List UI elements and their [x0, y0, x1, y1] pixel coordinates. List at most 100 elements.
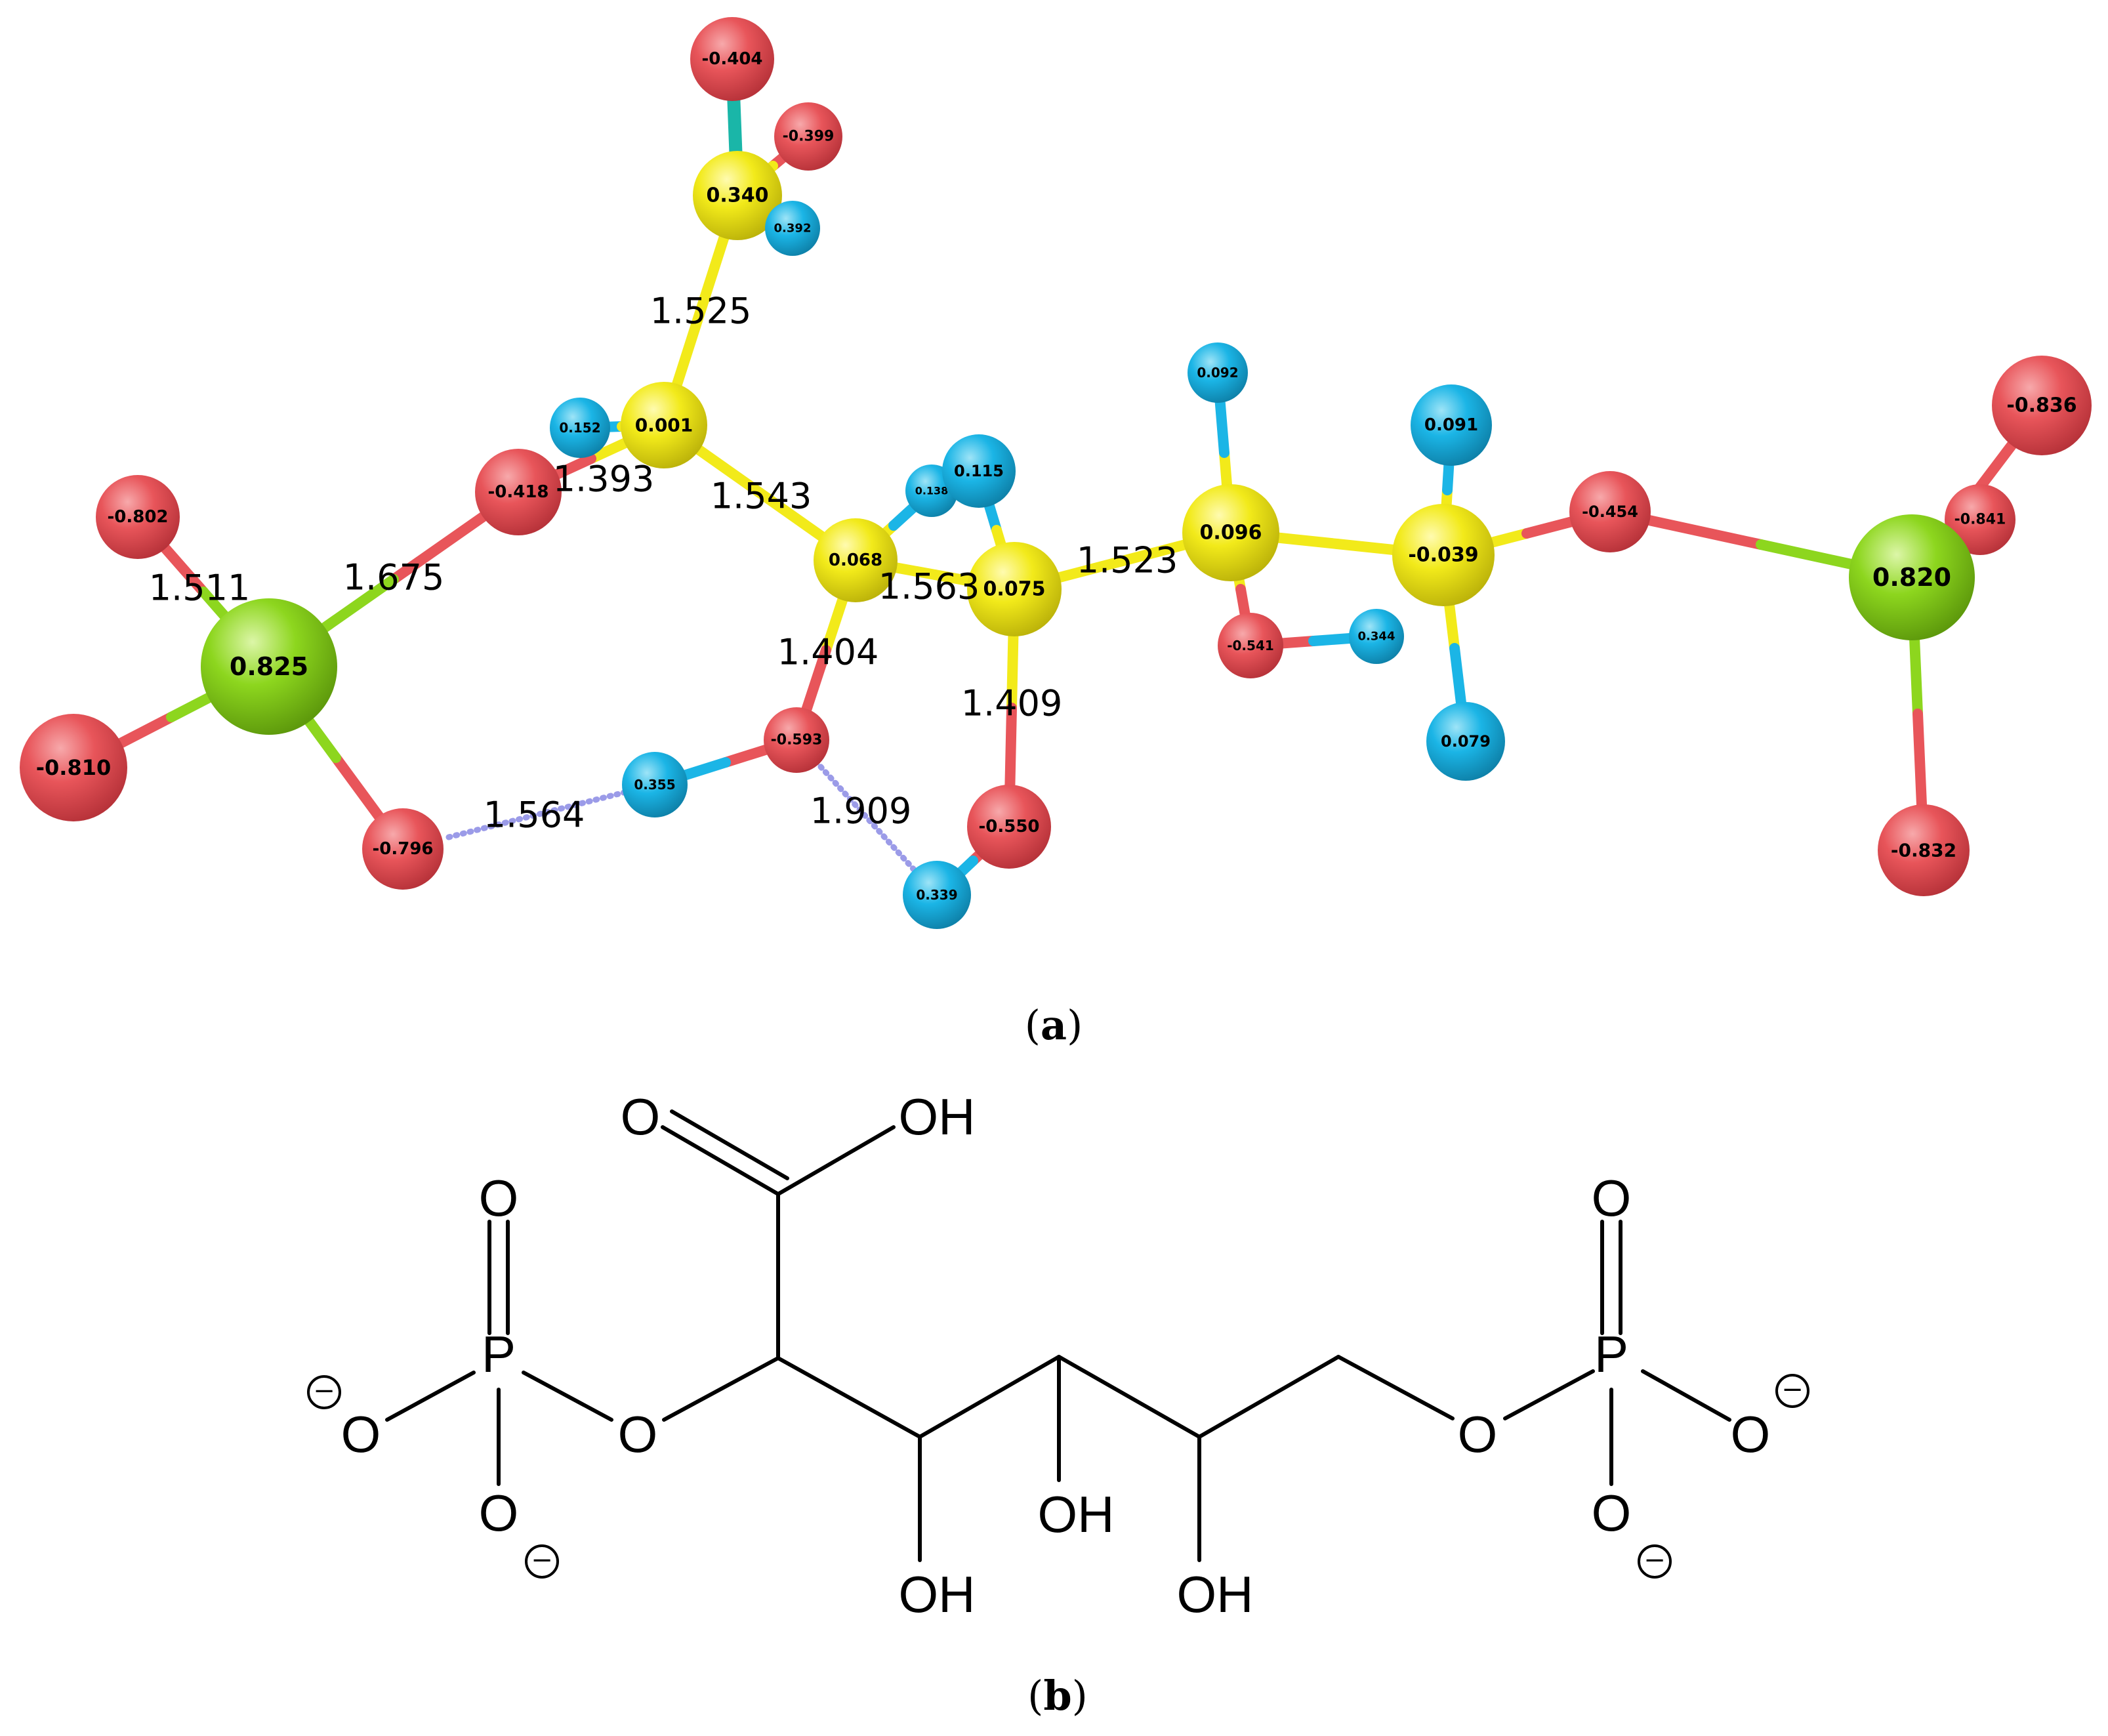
- bond-c6-o-ester: [1336, 1355, 1455, 1420]
- charge-label-o_p2_mid: -0.841: [1954, 512, 2006, 528]
- charge-label-o_p2_bottom: -0.832: [1891, 840, 1956, 861]
- bond-c-oh-acid: [776, 1125, 896, 1196]
- p2-o-bottom-label: O: [1592, 1484, 1632, 1542]
- bond-length-c3_o3: 1.409: [961, 683, 1063, 724]
- charge-label-h_c3: 0.115: [954, 462, 1004, 480]
- panel-a-label: (a): [1025, 1001, 1083, 1049]
- charge-label-o2: -0.593: [771, 732, 823, 749]
- o-ester-right-label: O: [1458, 1405, 1498, 1463]
- acid-oh-label: OH: [899, 1088, 976, 1146]
- atom-o_p2_mid: -0.841: [1945, 484, 2015, 555]
- charge-label-h_o4: 0.344: [1358, 630, 1395, 644]
- atom-c4: 0.096: [1182, 484, 1279, 581]
- bond-length-c1_c2: 1.543: [711, 476, 812, 517]
- atom-h_c5_top: 0.091: [1411, 384, 1492, 466]
- charge-minus-p2-bottom: −: [1638, 1544, 1672, 1579]
- bond-p2-o-right: [1641, 1369, 1731, 1422]
- bond-c5-c6: [1197, 1355, 1340, 1439]
- atom-o_ester1: -0.418: [475, 449, 562, 535]
- p1-o-bottom-label: O: [479, 1484, 519, 1542]
- bond-length-p1_o_ester: 1.675: [343, 557, 445, 598]
- bond-length-hbond_o_p1_h: 1.564: [484, 795, 585, 836]
- bond-c2-c3: [776, 1356, 922, 1439]
- bond-c4-c5: [1057, 1355, 1201, 1439]
- hydrogen-bond-o_p1_bottom-h_o2: [445, 781, 658, 840]
- charge-label-c4: 0.096: [1200, 522, 1262, 545]
- hydrogen-bond-layer: [445, 737, 940, 898]
- atom-c2: 0.068: [814, 518, 898, 602]
- atom-h_c5_bottom: 0.079: [1426, 702, 1505, 781]
- atom-c_carboxyl: 0.340: [693, 151, 782, 240]
- atom-h_carboxyl: 0.392: [765, 201, 820, 256]
- c3-oh-label: OH: [899, 1565, 976, 1623]
- bond-c2-o-ester: [662, 1356, 780, 1422]
- bond-length-c1_o_ester: 1.393: [553, 459, 655, 500]
- svg-text:−: −: [1781, 1374, 1804, 1405]
- charge-label-h_o3: 0.339: [916, 887, 957, 903]
- charge-label-c5: -0.039: [1408, 544, 1478, 567]
- atom-h_o3: 0.339: [903, 861, 971, 929]
- charge-minus-p2-right: −: [1775, 1374, 1809, 1408]
- svg-text:−: −: [1643, 1545, 1666, 1575]
- charge-label-o_p1_top: -0.802: [107, 507, 168, 527]
- atom-p1: 0.825: [201, 598, 337, 735]
- panel-b-label: (b): [1027, 1672, 1088, 1720]
- p2-label: P: [1594, 1325, 1628, 1383]
- charge-label-o_ester1: -0.418: [487, 482, 548, 502]
- p2-o-right-label: O: [1731, 1405, 1771, 1463]
- bond-c3-c4: [918, 1355, 1061, 1439]
- o-ester-left-label: O: [618, 1405, 658, 1463]
- svg-text:−: −: [531, 1545, 553, 1575]
- atom-o_p1_bottom: -0.796: [362, 808, 444, 890]
- charge-label-o_ester2: -0.454: [1582, 503, 1638, 521]
- bond-carbonyl-a: [661, 1125, 780, 1196]
- atom-h_o4: 0.344: [1349, 609, 1404, 664]
- bond-o-ester-p2: [1503, 1369, 1595, 1420]
- atom-o_p1_left: -0.810: [20, 714, 127, 821]
- charge-label-h_c5_bottom: 0.079: [1441, 732, 1491, 751]
- charge-label-o_top: -0.404: [701, 49, 762, 69]
- p2-o-top-label: O: [1592, 1169, 1632, 1227]
- bond-length-c2_o2: 1.404: [777, 632, 879, 673]
- bond-length-c_carboxyl_c1: 1.525: [650, 291, 752, 332]
- charge-label-c1: 0.001: [635, 415, 693, 436]
- p1-label: P: [482, 1325, 516, 1383]
- bond-carbonyl-b: [670, 1109, 789, 1180]
- atom-o_p2_bottom: -0.832: [1878, 804, 1970, 896]
- c4-oh-label: OH: [1038, 1485, 1115, 1543]
- p1-o-left-label: O: [341, 1405, 381, 1463]
- charge-label-o_p1_left: -0.810: [36, 755, 112, 780]
- bond-p1-o-left: [385, 1371, 476, 1422]
- charge-label-o_top2: -0.399: [783, 129, 835, 145]
- atom-o_p2_top: -0.836: [1992, 356, 2092, 455]
- charge-label-h_c5_top: 0.091: [1424, 415, 1478, 435]
- p1-o-top-label: O: [479, 1169, 519, 1227]
- charge-minus-p1-left: −: [307, 1375, 341, 1409]
- atom-o_top2: -0.399: [774, 102, 842, 171]
- charge-label-h_c1: 0.152: [559, 420, 600, 436]
- atom-o_ester2: -0.454: [1569, 471, 1651, 552]
- atom-h_c3: 0.115: [942, 434, 1016, 508]
- charge-label-h_o2: 0.355: [634, 777, 675, 793]
- charge-minus-p1-bottom: −: [525, 1544, 559, 1579]
- bond-layer: [68, 52, 2047, 900]
- bond-length-c2_c3: 1.563: [878, 566, 980, 608]
- atom-o4: -0.541: [1218, 613, 1283, 678]
- bond-length-hbond_o2_h: 1.909: [810, 791, 912, 832]
- charge-label-p2: 0.820: [1872, 563, 1951, 592]
- atom-p2: 0.820: [1849, 514, 1975, 640]
- bond-o-ester-p1: [522, 1371, 613, 1422]
- atom-c5: -0.039: [1392, 504, 1495, 606]
- c5-oh-label: OH: [1177, 1565, 1254, 1623]
- atom-o_top: -0.404: [690, 17, 774, 101]
- charge-label-o_p1_bottom: -0.796: [372, 839, 433, 859]
- charge-label-c2: 0.068: [829, 550, 882, 570]
- atom-h_c1: 0.152: [550, 398, 610, 458]
- charge-label-h_c2: 0.138: [915, 485, 949, 497]
- charge-label-o3: -0.550: [978, 817, 1039, 837]
- atom-h_o2: 0.355: [622, 752, 688, 817]
- atom-c1: 0.001: [621, 382, 707, 468]
